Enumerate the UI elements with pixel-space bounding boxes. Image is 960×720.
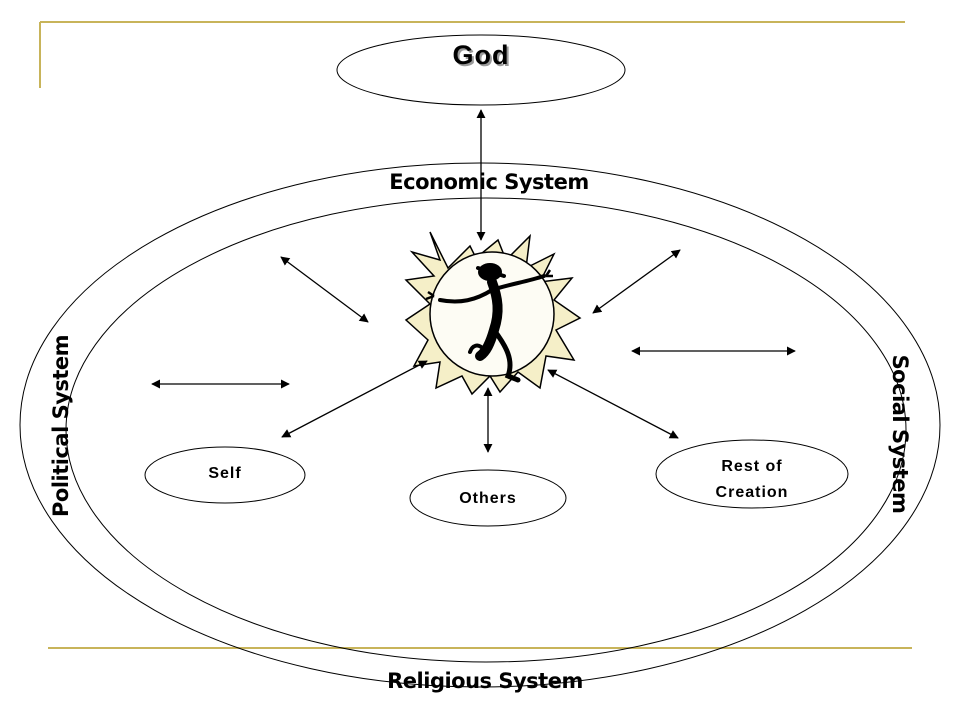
inner-system-ellipse <box>65 197 907 663</box>
social-system-label: Social System <box>888 354 912 514</box>
rest-of-creation-label-line2: Creation <box>715 484 789 501</box>
political-system-label: Political System <box>49 334 73 517</box>
arrow-center-rest <box>547 369 679 439</box>
top-accent-rule <box>39 21 905 88</box>
others-label: Others <box>459 490 517 507</box>
rest-of-creation-label-line1: Rest of <box>721 458 783 475</box>
person-sunburst-icon <box>404 231 582 396</box>
self-label: Self <box>208 465 242 482</box>
self-ellipse <box>144 446 306 504</box>
arrows <box>151 109 796 453</box>
god-ellipse <box>336 34 626 106</box>
outer-system-ellipse <box>19 162 941 688</box>
others-ellipse <box>409 469 567 527</box>
arrow-upper-left <box>280 256 369 323</box>
religious-system-label: Religious System <box>387 669 583 693</box>
rest-of-creation-ellipse <box>655 439 849 509</box>
arrow-upper-right <box>592 249 681 314</box>
economic-system-label: Economic System <box>389 170 589 194</box>
arrow-center-self <box>281 360 428 438</box>
god-label: God <box>452 40 510 70</box>
